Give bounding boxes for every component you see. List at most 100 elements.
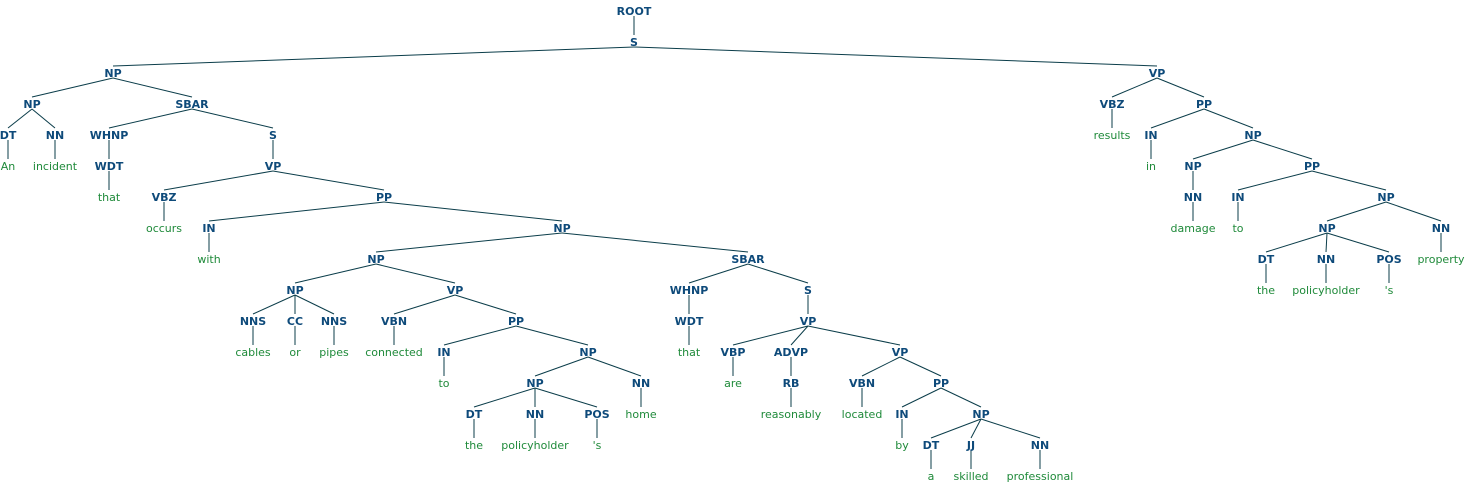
node-pp: PP bbox=[508, 315, 524, 328]
word-connected: connected bbox=[365, 346, 423, 359]
node-wdt: WDT bbox=[675, 315, 704, 328]
node-advp: ADVP bbox=[774, 346, 808, 359]
node-sbar: SBAR bbox=[175, 98, 209, 111]
node-np: NP bbox=[526, 377, 543, 390]
tree-edge-np-nn bbox=[980, 418, 1041, 439]
node-vp: VP bbox=[265, 160, 282, 173]
tree-edge-np-np bbox=[31, 77, 114, 98]
node-np: NP bbox=[553, 222, 570, 235]
word-property: property bbox=[1417, 253, 1465, 266]
node-vbz: VBZ bbox=[152, 191, 177, 204]
tree-edge-vp-pp bbox=[272, 170, 385, 191]
tree-edge-s-vp bbox=[633, 46, 1158, 67]
word-s: 's bbox=[1385, 284, 1394, 297]
node-vbp: VBP bbox=[721, 346, 746, 359]
node-vp: VP bbox=[1149, 67, 1166, 80]
node-np: NP bbox=[1184, 160, 1201, 173]
tree-edge-vp-vbz bbox=[1111, 77, 1158, 98]
tree-edge-vp-vbn bbox=[861, 356, 901, 377]
node-vbn: VBN bbox=[381, 315, 407, 328]
tree-edge-sbar-whnp bbox=[688, 263, 749, 284]
node-np: NP bbox=[1377, 191, 1394, 204]
node-pp: PP bbox=[1304, 160, 1320, 173]
tree-edge-np-nn bbox=[587, 356, 642, 377]
tree-edge-vp-pp bbox=[1156, 77, 1205, 98]
word-a: a bbox=[928, 470, 935, 482]
node-nn: NN bbox=[632, 377, 650, 390]
node-np: NP bbox=[286, 284, 303, 297]
tree-edge-np-np bbox=[294, 263, 377, 284]
tree-edge-vp-vp bbox=[807, 325, 901, 346]
tree-edge-np-nns bbox=[294, 294, 335, 315]
node-nn: NN bbox=[526, 408, 544, 421]
node-nns: NNS bbox=[240, 315, 266, 328]
node-np: NP bbox=[104, 67, 121, 80]
node-sbar: SBAR bbox=[731, 253, 765, 266]
node-np: NP bbox=[23, 98, 40, 111]
node-s: S bbox=[630, 36, 638, 49]
node-in: IN bbox=[437, 346, 450, 359]
node-in: IN bbox=[1231, 191, 1244, 204]
node-nn: NN bbox=[1317, 253, 1335, 266]
node-dt: DT bbox=[1258, 253, 1275, 266]
word-the: the bbox=[465, 439, 483, 452]
tree-edge-np-np bbox=[1192, 139, 1254, 160]
node-np: NP bbox=[1244, 129, 1261, 142]
word-with: with bbox=[197, 253, 220, 266]
tree-edge-vp-vbn bbox=[393, 294, 456, 315]
word-that: that bbox=[678, 346, 701, 359]
node-pp: PP bbox=[376, 191, 392, 204]
tree-edge-vp-pp bbox=[454, 294, 517, 315]
node-np: NP bbox=[972, 408, 989, 421]
tree-edge-pp-np bbox=[1311, 170, 1387, 191]
word-to: to bbox=[1232, 222, 1243, 235]
word-cables: cables bbox=[235, 346, 271, 359]
tree-edge-pp-np bbox=[1203, 108, 1254, 129]
tree-edge-np-dt bbox=[1265, 232, 1328, 253]
word-in: in bbox=[1146, 160, 1156, 173]
node-root: ROOT bbox=[617, 5, 652, 18]
word-to: to bbox=[438, 377, 449, 390]
tree-edge-pp-np bbox=[940, 387, 982, 408]
word-s: 's bbox=[593, 439, 602, 452]
tree-edge-pp-np bbox=[383, 201, 563, 222]
node-dt: DT bbox=[0, 129, 17, 142]
tree-edge-vp-pp bbox=[899, 356, 942, 377]
word-an: An bbox=[1, 160, 16, 173]
node-whnp: WHNP bbox=[670, 284, 709, 297]
node-np: NP bbox=[1318, 222, 1335, 235]
node-nn: NN bbox=[1031, 439, 1049, 452]
tree-edge-vp-advp bbox=[790, 325, 809, 346]
node-nn: NN bbox=[1432, 222, 1450, 235]
word-home: home bbox=[625, 408, 656, 421]
tree-edge-np-sbar bbox=[561, 232, 749, 253]
tree-edge-np-nn bbox=[1385, 201, 1442, 222]
tree-edges bbox=[7, 16, 1442, 469]
word-policyholder: policyholder bbox=[501, 439, 569, 452]
node-wdt: WDT bbox=[95, 160, 124, 173]
tree-edge-np-pp bbox=[1252, 139, 1313, 160]
node-jj: JJ bbox=[966, 439, 975, 452]
tree-edge-np-pos bbox=[534, 387, 598, 408]
word-pipes: pipes bbox=[319, 346, 349, 359]
word-by: by bbox=[895, 439, 909, 452]
word-professional: professional bbox=[1007, 470, 1074, 482]
node-nns: NNS bbox=[321, 315, 347, 328]
node-nn: NN bbox=[1184, 191, 1202, 204]
tree-edge-pp-in bbox=[1237, 170, 1313, 191]
word-reasonably: reasonably bbox=[761, 408, 822, 421]
tree-edge-pp-in bbox=[443, 325, 517, 346]
tree-edge-sbar-s bbox=[747, 263, 809, 284]
node-dt: DT bbox=[466, 408, 483, 421]
tree-edge-np-dt bbox=[7, 108, 33, 129]
node-in: IN bbox=[895, 408, 908, 421]
node-dt: DT bbox=[923, 439, 940, 452]
node-vbz: VBZ bbox=[1100, 98, 1125, 111]
word-incident: incident bbox=[33, 160, 78, 173]
tree-edge-sbar-whnp bbox=[108, 108, 193, 129]
word-are: are bbox=[724, 377, 742, 390]
tree-edge-np-vp bbox=[375, 263, 456, 284]
node-pos: POS bbox=[1376, 253, 1401, 266]
tree-edge-np-pos bbox=[1326, 232, 1390, 253]
